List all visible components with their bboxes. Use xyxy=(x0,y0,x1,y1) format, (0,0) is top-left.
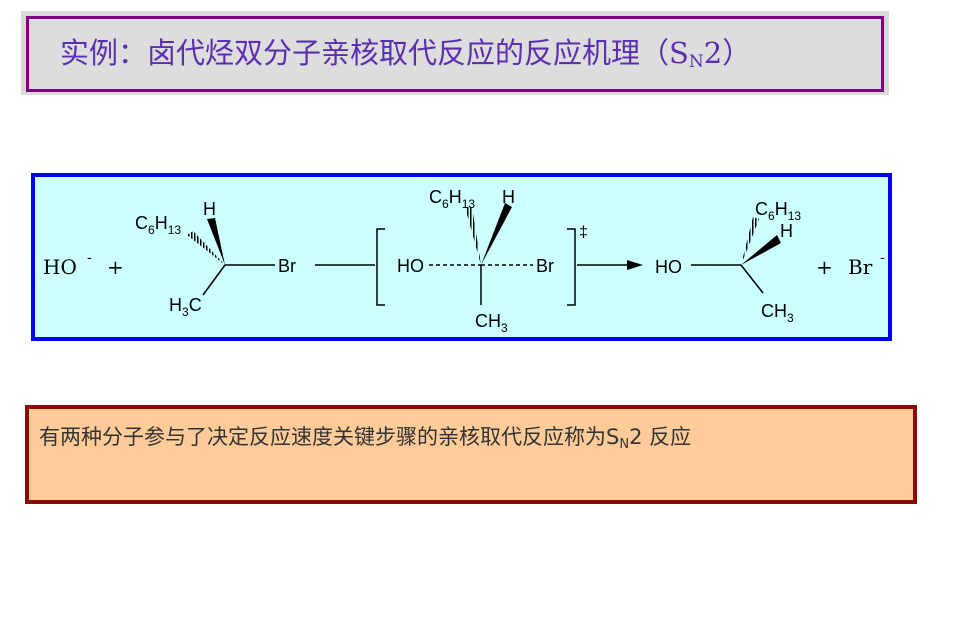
ts-wedge-bond xyxy=(481,203,512,265)
substrate-c6h13-label: C6H13 xyxy=(135,213,181,237)
product-ch3-label: CH3 xyxy=(761,301,794,325)
ts-ch3-label: CH3 xyxy=(475,311,508,335)
ts-left-bracket xyxy=(376,228,385,306)
definition-text-before: 有两种分子参与了决定反应速度关键步骤的亲核取代反应称为S xyxy=(39,425,620,449)
product-c6h13-label: C6H13 xyxy=(755,199,801,223)
transition-state: C6H13 H HO Br CH3 xyxy=(397,187,554,335)
substrate-ch3-label: H3C xyxy=(169,295,202,319)
product-ho-label: HO xyxy=(655,257,682,277)
product-wedge-bond xyxy=(741,235,781,265)
product-molecule: HO C6H13 H CH3 xyxy=(655,199,801,325)
title-main: 实例：卤代烃双分子亲核取代反应的反应机理（S xyxy=(60,36,689,70)
ts-c6h13-label: C6H13 xyxy=(429,187,475,211)
plus-right: + xyxy=(816,255,833,279)
product-h-label: H xyxy=(780,221,793,241)
product-ch3-bond xyxy=(740,264,764,294)
substrate-wedge-bond xyxy=(207,218,225,265)
title-banner xyxy=(26,16,884,92)
product-hashed-bond xyxy=(741,217,759,265)
substrate-ch3-bond xyxy=(202,264,226,296)
definition-subscript: N xyxy=(619,437,630,452)
double-dagger: ‡ xyxy=(579,224,588,241)
substrate-br-label: Br xyxy=(278,256,296,276)
nucleophile-charge: - xyxy=(87,250,92,266)
ts-ho-label: HO xyxy=(397,256,424,276)
product-arrowhead xyxy=(627,260,643,270)
ts-br-label: Br xyxy=(536,256,554,276)
title-subscript: N xyxy=(688,52,704,72)
definition-box: 有两种分子参与了决定反应速度关键步骤的亲核取代反应称为SN2 反应 xyxy=(25,405,917,504)
title-end: 2） xyxy=(703,36,752,70)
substrate-h-label: H xyxy=(203,199,216,219)
reaction-diagram: HO - + C6H13 H Br H3C C6H13 H H xyxy=(31,173,892,341)
substrate-molecule: C6H13 H Br H3C xyxy=(135,199,296,319)
page-title: 实例：卤代烃双分子亲核取代反应的反应机理（SN2） xyxy=(60,30,751,72)
leaving-group-charge: - xyxy=(880,250,885,266)
leaving-group-label: Br xyxy=(848,255,873,279)
reaction-svg: HO - + C6H13 H Br H3C C6H13 H H xyxy=(43,187,885,335)
nucleophile-label: HO xyxy=(43,255,77,279)
ts-h-label: H xyxy=(502,187,515,207)
plus-left: + xyxy=(107,255,124,279)
ts-hashed-bond xyxy=(465,207,481,265)
ts-right-bracket xyxy=(567,228,576,306)
substrate-hashed-bond xyxy=(187,231,225,265)
definition-text-after: 2 反应 xyxy=(629,425,692,449)
definition-text: 有两种分子参与了决定反应速度关键步骤的亲核取代反应称为SN2 反应 xyxy=(39,421,691,452)
